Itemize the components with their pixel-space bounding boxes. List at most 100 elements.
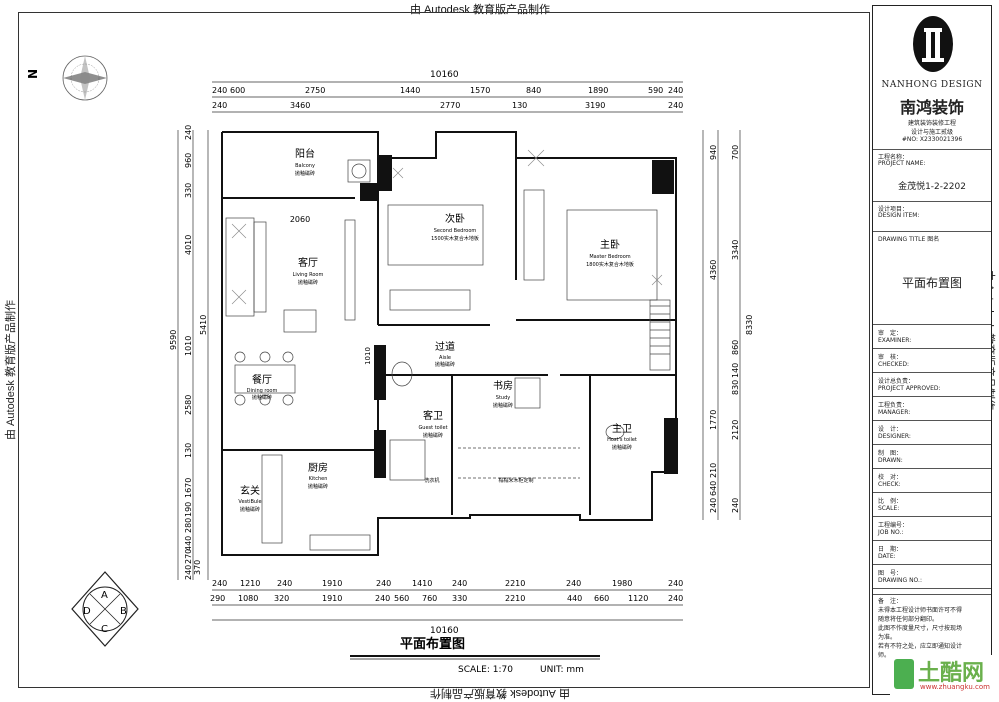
corner-logo-text: 土酷网 — [918, 661, 985, 686]
corner-logo: 土酷网 www.zhuangku.com — [890, 655, 994, 695]
compass-letter-c: C — [101, 624, 108, 635]
field-label-en: CHECK: — [878, 481, 901, 488]
notes-title: 备 注： — [878, 598, 903, 605]
dim-right-total: 8330 — [745, 315, 754, 335]
dim-bot-8: 2210 — [505, 579, 525, 588]
field-label-cn: 审 核： — [878, 354, 903, 361]
field-divider — [873, 372, 991, 373]
dim-left-11: 280 — [184, 518, 193, 533]
dim-right-13: 240 — [731, 498, 740, 513]
brand-en: NANHONG DESIGN — [881, 80, 983, 90]
compass-letter-b: B — [120, 606, 127, 617]
dim-top2-2: 3460 — [290, 101, 310, 110]
room-second-bedroom: 次卧 — [445, 212, 465, 225]
dim-bot2-8: 330 — [452, 594, 467, 603]
room-dining-en: Dining room — [247, 388, 278, 394]
dim-left-9: 1670 — [184, 478, 193, 498]
dim-right-4: 4360 — [709, 260, 718, 280]
dim-bot2-10: 440 — [567, 594, 582, 603]
dim-left-14: 370 — [193, 560, 202, 575]
dim-bot-3: 240 — [277, 579, 292, 588]
dim-top-1: 240 — [212, 86, 227, 95]
room-kitchen-en: Kitchen — [309, 476, 328, 482]
field-label-cn: 图 号： — [878, 570, 903, 577]
field-label-cn: 制 图： — [878, 450, 903, 457]
field-label-en: PROJECT APPROVED: — [878, 385, 941, 392]
dim-top-8: 590 — [648, 86, 663, 95]
room-host-toilet-en: Host's toilet — [607, 437, 637, 443]
dim-bot-10: 1980 — [612, 579, 632, 588]
room-study: 书房 — [493, 379, 513, 392]
dim-right-3: 3340 — [731, 240, 740, 260]
dim-bot2-5: 240 — [375, 594, 390, 603]
dim-top-7: 1890 — [588, 86, 608, 95]
room-kitchen-sub: 抛釉磁砖 — [308, 483, 328, 490]
field-label-cn: 日 期： — [878, 546, 903, 553]
field-divider — [873, 468, 991, 469]
project-name: 金茂悦1-2-2202 — [898, 182, 966, 192]
room-host-toilet-sub: 抛釉磁砖 — [612, 444, 632, 451]
room-living: 客厅 — [298, 256, 318, 269]
field-label-en: JOB NO.: — [878, 529, 904, 536]
room-vestibule-sub: 抛釉磁砖 — [240, 506, 260, 513]
nanhong-logo-icon — [913, 16, 953, 72]
room-second-bedroom-sub: 1500实木复合木地板 — [431, 235, 479, 242]
laundry-label: 洗衣机 — [424, 477, 439, 484]
dim-bot2-4: 1910 — [322, 594, 342, 603]
notes-line-5: 若有不符之处，应立即通知设计 — [878, 643, 963, 650]
north-arrow-icon — [62, 55, 108, 101]
design-item-label-en: DESIGN ITEM: — [878, 212, 920, 219]
room-master-bedroom-sub: 1800实木复合木地板 — [586, 261, 634, 268]
dim-top2-4: 130 — [512, 101, 527, 110]
room-aisle-sub: 抛釉磁砖 — [435, 361, 455, 368]
field-divider — [873, 420, 991, 421]
floor-plan: N A B C D 10160 10160 240 600 2750 1440 … — [26, 55, 754, 675]
compass-abcd-icon — [71, 571, 139, 647]
dim-top-5: 1570 — [470, 86, 490, 95]
dim-left-7: 2580 — [184, 395, 193, 415]
dim-right-11: 640 — [709, 481, 718, 496]
drawing-frame — [18, 12, 870, 688]
dim-bot2-1: 290 — [210, 594, 225, 603]
room-master-bedroom: 主卧 — [600, 238, 620, 251]
dim-right-12: 240 — [709, 498, 718, 513]
field-label-en: SCALE: — [878, 505, 900, 512]
dim-top-6: 840 — [526, 86, 541, 95]
field-label-en: CHECKED: — [878, 361, 910, 368]
dim-bot2-11: 660 — [594, 594, 609, 603]
room-vestibule-en: VestiBule — [238, 499, 261, 505]
dim-top-4: 1440 — [400, 86, 420, 95]
field-label-en: DRAWN: — [878, 457, 903, 464]
dim-left-15: 240 — [184, 565, 193, 580]
dim-right-9: 2120 — [731, 420, 740, 440]
dim-inner-aisle: 1010 — [364, 347, 372, 365]
dim-bot-11: 240 — [668, 579, 683, 588]
dim-total-top: 10160 — [430, 70, 459, 80]
plan-scale: SCALE: 1:70 — [458, 665, 513, 675]
dim-right-8: 1770 — [709, 410, 718, 430]
drawing-title-label: DRAWING TITLE 图名 — [878, 236, 940, 243]
dim-left-12: 440 — [184, 536, 193, 551]
field-label-cn: 设 计： — [878, 426, 903, 433]
field-label-en: DESIGNER: — [878, 433, 911, 440]
room-host-toilet: 主卫 — [612, 423, 632, 435]
dim-right-1: 940 — [709, 145, 718, 160]
dim-top-2: 600 — [230, 86, 245, 95]
dim-right-10: 210 — [709, 463, 718, 478]
dim-top-3: 2750 — [305, 86, 325, 95]
dim-right-2: 700 — [731, 145, 740, 160]
dim-left-13: 270 — [184, 549, 193, 564]
room-aisle-en: Aisle — [439, 355, 451, 361]
dim-bot2-6: 560 — [394, 594, 409, 603]
dim-left-4: 4010 — [184, 235, 193, 255]
room-study-en: Study — [496, 395, 510, 401]
field-divider — [873, 588, 991, 589]
room-master-bedroom-en: Master Bedroom — [589, 254, 630, 260]
room-balcony-en: Balcony — [295, 163, 315, 169]
dim-top2-3: 2770 — [440, 101, 460, 110]
field-divider — [873, 396, 991, 397]
project-name-label-cn: 工程名称： — [878, 154, 909, 161]
dim-left-5: 5410 — [199, 315, 208, 335]
dim-bot2-3: 320 — [274, 594, 289, 603]
dim-bot-1: 240 — [212, 579, 227, 588]
